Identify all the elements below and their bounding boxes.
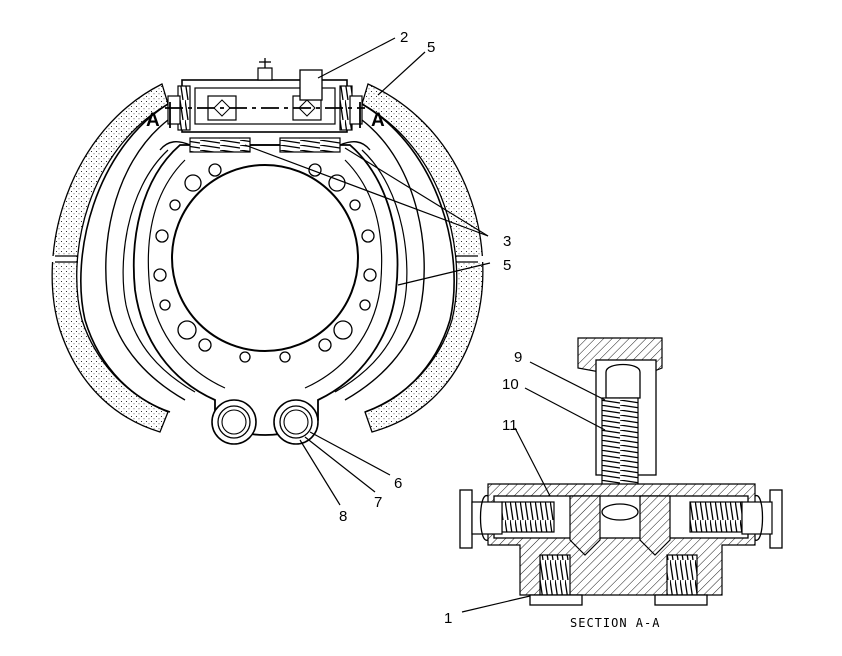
callout-8: 8 xyxy=(339,508,347,525)
return-springs xyxy=(159,137,371,153)
left-brake-shoe xyxy=(80,103,171,413)
section-a-a-view xyxy=(459,337,783,606)
backing-plate xyxy=(132,144,399,436)
brake-shoe-view: A A xyxy=(40,58,493,445)
callout-2: 2 xyxy=(400,29,408,46)
right-brake-shoe xyxy=(361,103,455,413)
callout-7: 7 xyxy=(374,494,382,511)
callout-10: 10 xyxy=(502,376,519,393)
callout-3: 3 xyxy=(503,233,511,250)
left-brake-lining xyxy=(51,83,169,433)
plunger xyxy=(605,363,641,399)
hub-bore xyxy=(171,164,359,352)
callout-11: 11 xyxy=(502,417,518,434)
callout-5-top: 5 xyxy=(427,39,435,56)
section-caption: SECTION A-A xyxy=(570,616,660,630)
piston-left xyxy=(501,501,555,533)
section-leader-lines xyxy=(461,361,606,613)
wedge xyxy=(569,495,601,556)
section-mark-left: A xyxy=(146,110,160,131)
leader-lines xyxy=(244,37,491,506)
callout-6: 6 xyxy=(394,475,402,492)
piston-right xyxy=(689,501,743,533)
callout-5-right: 5 xyxy=(503,257,511,274)
section-mark-right: A xyxy=(371,110,385,131)
callout-1: 1 xyxy=(444,610,452,627)
anchor-pins xyxy=(211,399,319,445)
wheel-cylinder xyxy=(167,58,363,133)
callout-9: 9 xyxy=(514,349,522,366)
bolt-circle xyxy=(153,163,377,363)
spring xyxy=(601,397,639,493)
